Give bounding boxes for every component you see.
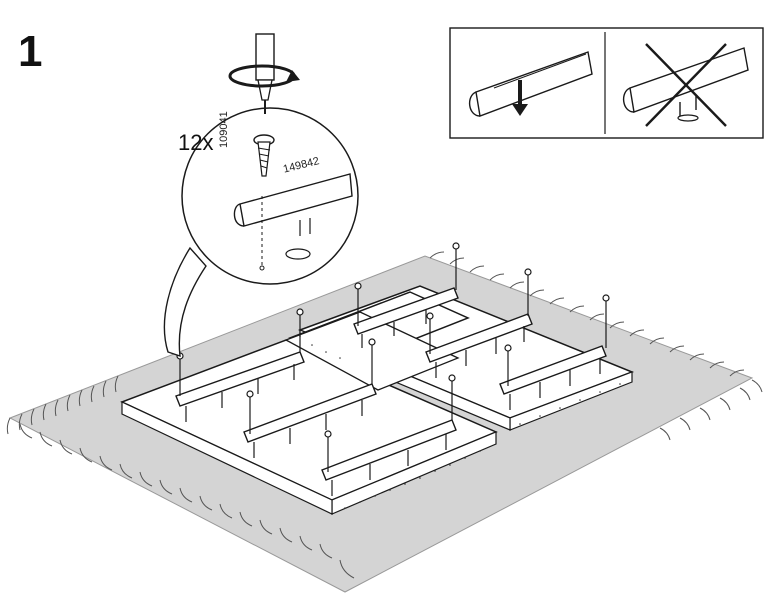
rail xyxy=(499,345,607,395)
detail-callout xyxy=(163,107,359,358)
incorrect-orientation-icon xyxy=(623,47,749,122)
rail xyxy=(425,313,533,363)
rotation-arrow-icon xyxy=(228,64,300,88)
detail-hole xyxy=(285,248,311,260)
step-number: 1 xyxy=(18,27,43,76)
rail xyxy=(175,351,305,407)
particleboard-edge xyxy=(299,335,621,509)
correct-orientation-icon xyxy=(469,51,593,117)
rail xyxy=(243,383,377,443)
screwdriver-icon xyxy=(255,33,275,114)
screw-icon xyxy=(253,134,275,177)
rail-legs xyxy=(185,310,601,496)
screws-on-rails xyxy=(176,242,610,472)
screw-part-number: 109041 xyxy=(218,111,230,148)
cross-mark-icon xyxy=(645,43,727,127)
rail xyxy=(321,419,457,481)
orientation-inset xyxy=(449,27,764,139)
detail-rail xyxy=(239,173,353,227)
callout-pointer xyxy=(163,246,207,358)
quantity-label: 12x xyxy=(178,130,214,155)
inset-frame xyxy=(449,27,764,139)
rail xyxy=(353,287,459,335)
rails xyxy=(175,287,607,481)
